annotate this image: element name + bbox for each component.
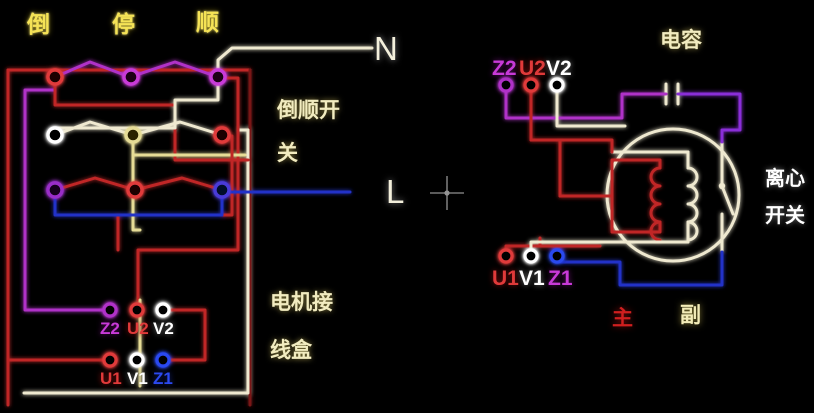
wire-red-v2-loop: [158, 308, 207, 362]
switch-row-top: [53, 60, 220, 79]
main-winding-coil: [558, 158, 662, 242]
capacitor-symbol: [664, 82, 680, 106]
wire-motor-v2: [555, 83, 627, 128]
switch-body-outline: [6, 68, 252, 407]
junction-box-frame: [22, 128, 250, 395]
wire-red-right-vertical: [136, 76, 240, 302]
switch-row-middle: [53, 120, 224, 137]
switch-row-bottom: [53, 176, 224, 192]
motor-terminal-dots: [498, 77, 565, 264]
wire-blue-bottom: [53, 190, 352, 217]
wire-motor-v1: [529, 240, 614, 258]
aux-winding-coil: [610, 150, 699, 244]
wire-magenta-z2: [23, 76, 112, 312]
wire-motor-z2: [504, 83, 602, 120]
wire-motor-u2: [529, 83, 614, 198]
wire-capacitor-leads: [598, 92, 742, 144]
wire-yellow-middle: [131, 134, 247, 388]
centrifugal-switch: [718, 138, 735, 254]
switch-contact-dots: [46, 68, 231, 199]
wire-white-neutral: [53, 46, 367, 130]
crosshair-cursor: [430, 176, 464, 210]
junction-box-terminal-dots: [102, 302, 171, 368]
